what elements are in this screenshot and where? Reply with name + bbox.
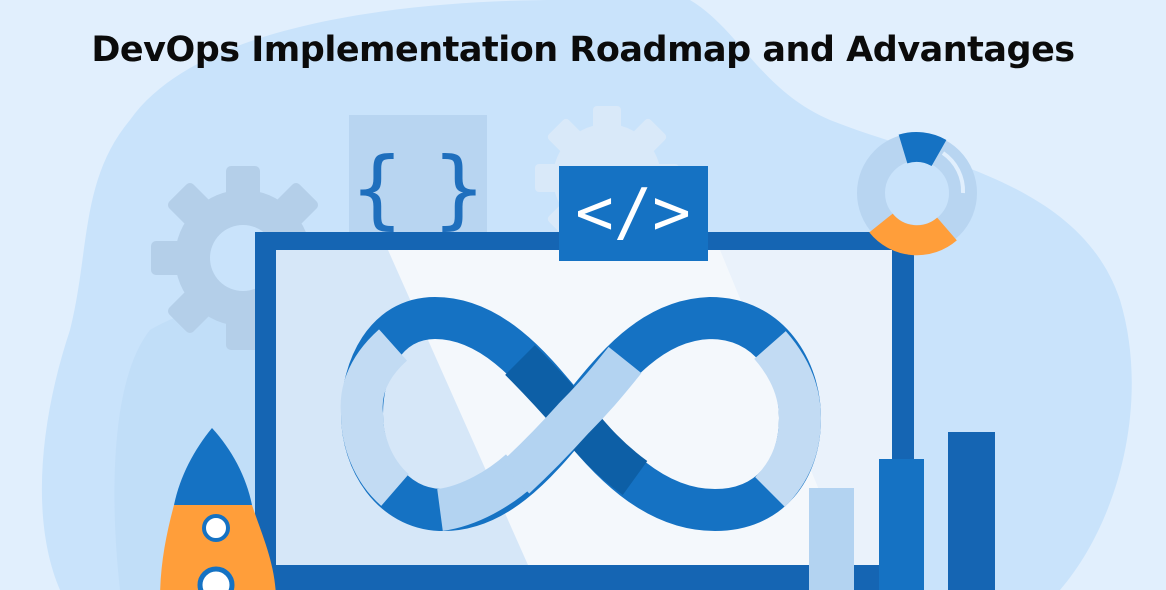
bar-2 (879, 459, 924, 590)
devops-infinity-loop (340, 296, 822, 532)
bar-3 (948, 432, 995, 590)
braces-card (349, 115, 487, 240)
braces-icon: { } (350, 139, 487, 239)
donut-chart-icon (857, 132, 977, 256)
bar-chart-icon (809, 432, 995, 590)
code-tag-card (559, 166, 708, 261)
banner-title: DevOps Implementation Roadmap and Advant… (91, 30, 1075, 70)
rocket-icon (160, 428, 276, 590)
code-tag-icon: </> (575, 176, 691, 250)
bar-1 (809, 488, 854, 590)
